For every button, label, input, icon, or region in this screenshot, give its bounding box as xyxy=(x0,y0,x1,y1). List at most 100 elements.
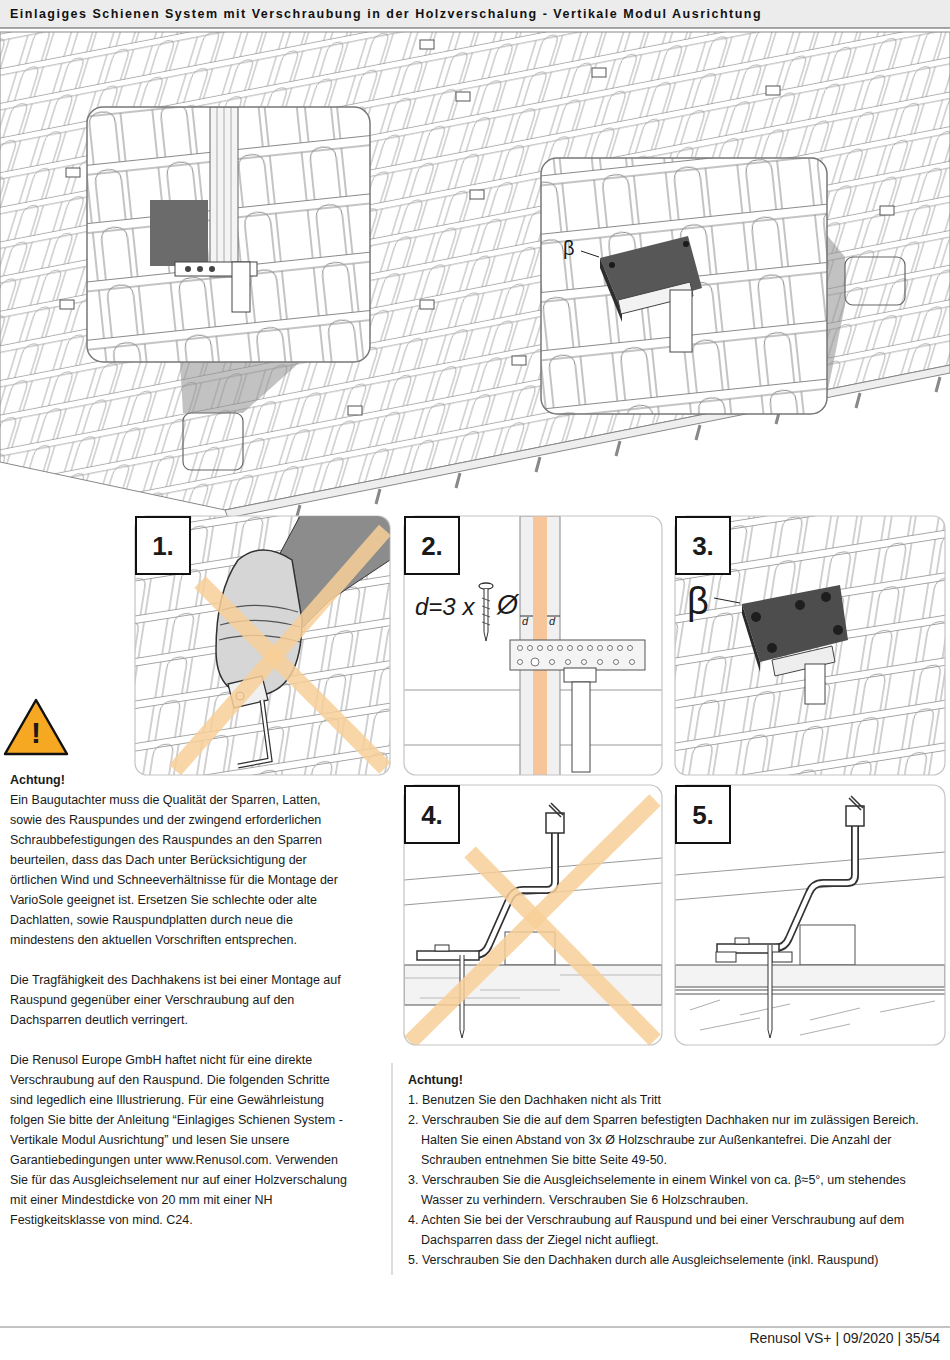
step-panel-2-part-part-part xyxy=(608,646,613,651)
step-panel-2-part-part-part xyxy=(618,646,623,651)
title-bar xyxy=(0,0,950,28)
step-panel-2-part-part-part xyxy=(548,646,553,651)
detail-inset-left-part-part xyxy=(217,107,231,277)
detail-inset-left-part-part xyxy=(150,200,208,266)
step-panel-2-part-part-part xyxy=(528,646,533,651)
warning-triangle: ! xyxy=(3,698,69,756)
step-panel-5-part-part xyxy=(675,965,945,987)
dimension-label: d=3 x xyxy=(415,595,474,619)
warning-mark: ! xyxy=(31,718,41,748)
detail-inset-right xyxy=(541,158,905,414)
title-bar-part xyxy=(0,28,950,29)
step-panel-5-part-part xyxy=(768,945,772,1038)
warning-heading: Achtung! xyxy=(408,1070,940,1090)
step-panel-2-part xyxy=(404,516,662,775)
step-panel-1-part-part xyxy=(175,530,385,770)
step-panel-2-part-part xyxy=(482,598,490,625)
right-text-column: Achtung!1. Benutzen Sie den Dachhaken ni… xyxy=(408,1070,940,1270)
step-panel-4-part xyxy=(404,785,662,1045)
detail-inset-right-part xyxy=(827,235,845,395)
diameter-symbol: Ø xyxy=(497,592,518,619)
page-rules-part xyxy=(392,1063,393,1275)
step-panel-3-part xyxy=(675,516,945,775)
step-panel-1-part-part xyxy=(200,582,385,768)
note-text: Die Tragfähigkeit des Dachhakens ist bei… xyxy=(10,970,355,1030)
detail-inset-left-part-part xyxy=(197,266,203,272)
step-panel-2-part-part-part xyxy=(582,660,587,665)
step-panel-2-part xyxy=(404,516,662,775)
step-panel-3-part-part-part xyxy=(795,600,805,610)
roof-illustration-part-part xyxy=(456,92,470,101)
detail-inset-left-part xyxy=(180,362,300,413)
dimension-label: d xyxy=(522,616,528,627)
roof-illustration-part-part xyxy=(66,168,80,177)
detail-inset-right-part-part xyxy=(683,241,689,247)
title-bar-part xyxy=(0,0,950,28)
roof-illustration-part-part xyxy=(348,406,362,415)
step-panel-2-part-part-part xyxy=(566,660,571,665)
step-panel-3-part-part xyxy=(772,646,835,676)
step-panel-2-part-part-part xyxy=(630,660,635,665)
step-panel-3-part-part-part xyxy=(833,625,843,635)
detail-inset-left xyxy=(87,107,370,470)
step-panel-3-part-part xyxy=(675,516,945,775)
step-panel-5-part xyxy=(675,785,945,1045)
step-panel-3 xyxy=(675,516,945,775)
step-panel-3-part xyxy=(714,598,740,603)
step-panel-3-part-part xyxy=(742,604,760,672)
roof-illustration-part-part xyxy=(512,356,526,365)
step-panel-2-part-part-part xyxy=(518,646,523,651)
step-panel: 5. xyxy=(675,785,945,1045)
step-panel-1-part-part xyxy=(238,700,270,766)
step-panel-5-part-part xyxy=(717,796,864,953)
detail-inset-left-part-part xyxy=(232,262,250,312)
roof-illustration-part-part xyxy=(880,206,894,215)
step-panel-3-part-part xyxy=(805,664,825,704)
step-panel-4 xyxy=(404,785,662,1045)
detail-inset-right-part-part xyxy=(600,258,622,322)
step-panel-2-part-part-part xyxy=(628,646,633,651)
step-panel-3-part xyxy=(675,516,945,775)
step-panel-1-part xyxy=(135,516,390,775)
step-panel-2-part-part xyxy=(479,583,493,589)
step-panel-2-part-part-part xyxy=(614,660,619,665)
step-number: 5. xyxy=(675,785,731,844)
list-item: 5. Verschrauben Sie den Dachhaken durch … xyxy=(408,1250,940,1270)
step-panel: 3.β xyxy=(675,516,945,775)
step-panel: 2. d=3 x Ød d xyxy=(404,516,662,775)
step-number: 1. xyxy=(135,516,191,575)
detail-inset-right-part xyxy=(845,257,905,305)
roof-illustration-part-part xyxy=(470,190,484,199)
step-panel-2-part-part-part xyxy=(550,660,555,665)
step-panel-2-part-part-part xyxy=(538,646,543,651)
detail-inset-left-part xyxy=(87,107,370,362)
dimension-label: d xyxy=(549,616,555,627)
roof-illustration-part xyxy=(60,40,894,415)
step-panel-5 xyxy=(675,785,945,1045)
list-item: 1. Benutzen Sie den Dachhaken nicht als … xyxy=(408,1090,940,1110)
step-number: 3. xyxy=(675,516,731,575)
detail-inset: β xyxy=(541,158,827,414)
step-panel-2-part-part-part xyxy=(568,646,573,651)
detail-inset-left-part-part xyxy=(210,107,238,277)
step-panel-5-part-part xyxy=(675,990,945,994)
step-panel-2-part-part-part xyxy=(598,660,603,665)
step-number: 2. xyxy=(404,516,460,575)
step-panel-2-part-part xyxy=(518,646,635,667)
step-panel-3-part-part-part xyxy=(821,592,831,602)
step-panel-1 xyxy=(135,516,390,775)
warning-triangle-outline xyxy=(5,700,67,754)
detail-inset-left-part-part xyxy=(185,266,191,272)
step-panel-4-part-part xyxy=(404,858,662,905)
step-panel-2-part-part xyxy=(564,668,596,682)
step-panel-2 xyxy=(404,516,662,776)
step-panel-3-part-part-part xyxy=(751,612,761,622)
list-item: 4. Achten Sie bei der Verschraubung auf … xyxy=(408,1210,940,1250)
note-text: Die Renusol Europe GmbH haftet nicht für… xyxy=(10,1050,355,1230)
page-rules-part xyxy=(0,1327,950,1328)
step-panel-5-part-part xyxy=(772,952,792,962)
step-panel-3-part-part-part xyxy=(767,643,777,653)
detail-inset-right-part xyxy=(541,158,827,414)
step-panel-2-part-part xyxy=(572,682,590,772)
roof-illustration xyxy=(0,32,950,520)
